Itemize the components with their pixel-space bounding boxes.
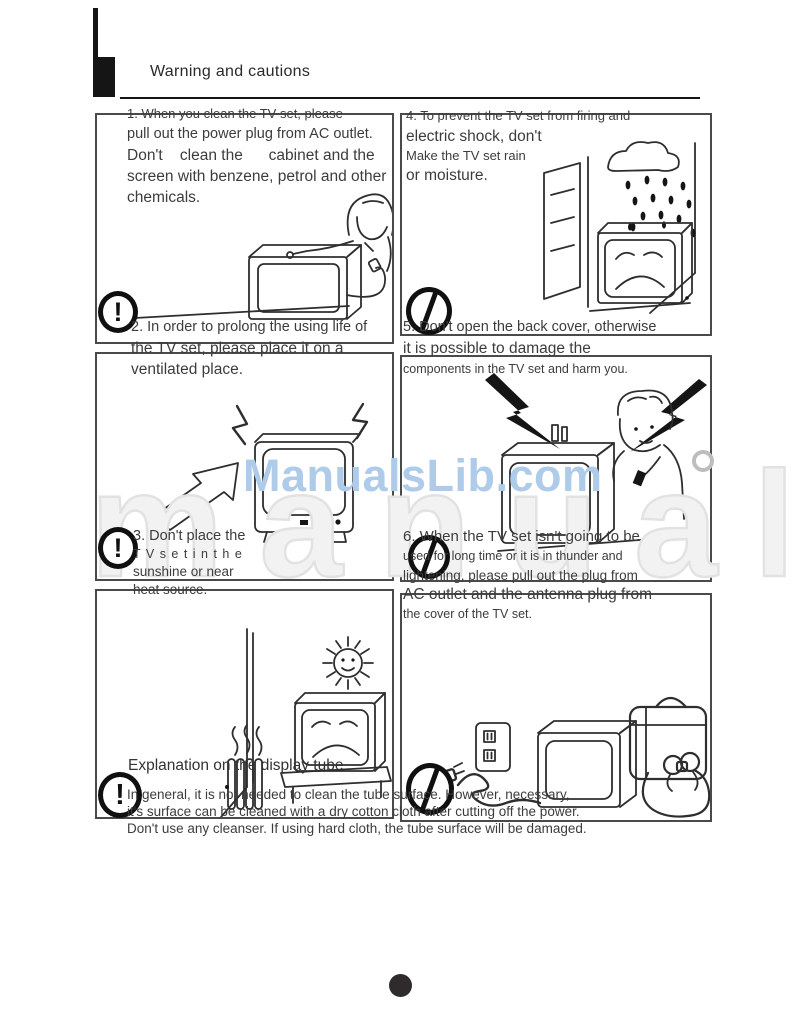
caution-line: lightening, please pull out the plug fro… [403, 568, 638, 583]
page-marker-dot [389, 974, 412, 997]
illustration-tv-luggage-outlet [402, 595, 710, 820]
caution-line: 3. Don't place the [133, 528, 246, 544]
caution-text-2: 2. In order to prolong the using life of… [131, 317, 367, 380]
panel-heat-source [95, 589, 394, 819]
caution-line: electric shock, don't [406, 128, 542, 145]
prohibition-icon [408, 535, 450, 579]
explanation-line: In general, it is not needed to clean th… [127, 787, 570, 802]
prohibition-icon [406, 763, 454, 815]
caution-line: sunshine or near [133, 564, 234, 579]
explanation-text: In general, it is not needed to clean th… [127, 786, 587, 837]
caution-line: heat source. [133, 582, 208, 597]
panel-long-absence [400, 593, 712, 822]
caution-line: ventilated place. [131, 361, 244, 378]
caution-line: screen with benzene, petrol and other [127, 168, 387, 185]
caution-text-6: 6. When the TV set isn't going to be use… [403, 527, 652, 623]
panel-clean-tv [95, 113, 394, 344]
caution-text-4: 4. To prevent the TV set from firing and… [406, 106, 630, 186]
caution-line: 5. Don't open the back cover, otherwise [403, 319, 657, 335]
caution-line: 1. When you clean the TV set, please [127, 106, 343, 121]
corner-mark-block [93, 57, 115, 97]
explanation-heading: Explanation on the display tube [128, 757, 344, 774]
caution-line: 4. To prevent the TV set from firing and [406, 108, 631, 123]
caution-line: or moisture. [406, 167, 488, 184]
exclamation-icon: ! [98, 772, 142, 818]
caution-line: 2. In order to prolong the using life of [131, 319, 368, 335]
caution-line: Don't clean the cabinet and the [127, 147, 375, 164]
corner-mark-thin [93, 8, 98, 58]
caution-line: used for long time or it is in thunder a… [403, 549, 623, 563]
caution-text-1: 1. When you clean the TV set, please pul… [127, 104, 386, 208]
panel-thunder [400, 355, 712, 582]
caution-line: the TV set, please place it on a [131, 340, 344, 357]
caution-line: components in the TV set and harm you. [403, 362, 628, 376]
caution-line: Make the TV set rain [406, 148, 526, 163]
panel-rain-moisture [400, 113, 712, 336]
panel-ventilated-place [95, 352, 394, 581]
caution-text-5: 5. Don't open the back cover, otherwise … [403, 317, 656, 379]
page-title: Warning and cautions [150, 63, 311, 80]
registered-mark-icon [692, 450, 714, 472]
explanation-line: Don't use any cleanser. If using hard cl… [127, 821, 587, 836]
caution-line: the cover of the TV set. [403, 607, 533, 621]
exclamation-icon: ! [98, 527, 138, 569]
illustration-man-tv-lightning [485, 373, 707, 580]
caution-line: 6. When the TV set isn't going to be [403, 528, 640, 545]
caution-line: AC outlet and the antenna plug from [403, 586, 653, 603]
prohibition-icon [406, 287, 452, 335]
caution-text-3: 3. Don't place the T V s e t i n t h e s… [133, 527, 245, 599]
illustration-tv-in-rain [402, 115, 710, 334]
illustration-woman-unplugging-tv [97, 115, 392, 342]
illustration-tv-with-arrow [97, 354, 392, 579]
header-rule [120, 97, 700, 100]
caution-line: T V s e t i n t h e [133, 547, 243, 561]
exclamation-icon: ! [98, 291, 138, 333]
caution-line: chemicals. [127, 189, 201, 206]
illustration-tv-sun-radiator [97, 591, 392, 817]
caution-line: pull out the power plug from AC outlet. [127, 126, 373, 142]
explanation-line: it's surface can be cleaned with a dry c… [127, 804, 580, 819]
caution-line: it is possible to damage the [403, 340, 591, 357]
